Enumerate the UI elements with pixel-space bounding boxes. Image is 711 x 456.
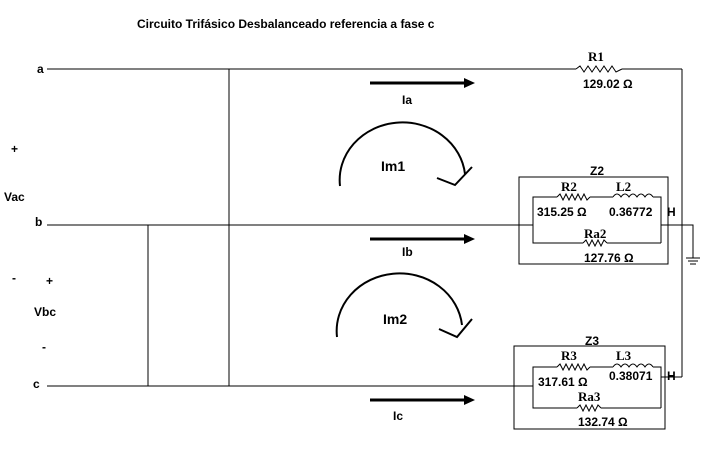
l2-name: L2 (616, 179, 631, 194)
l3-name: L3 (616, 348, 632, 363)
r1-value: 129.02 Ω (583, 77, 633, 91)
r1-resistor (575, 65, 623, 73)
ra2-name: Ra2 (584, 226, 606, 241)
ra2-value: 127.76 Ω (584, 251, 634, 265)
node-a-label: a (37, 62, 44, 76)
r3-value: 317.61 Ω (538, 375, 588, 389)
mesh-im1-label: Im1 (381, 158, 405, 174)
vbc-plus-sign: + (46, 274, 53, 288)
ic-arrow (370, 395, 475, 405)
ra3-name: Ra3 (578, 389, 601, 404)
ic-label: Ic (393, 409, 403, 423)
ib-arrow (370, 234, 475, 244)
l2-unit: H (667, 205, 676, 219)
r3-name: R3 (561, 348, 577, 363)
l2-value: 0.36772 (609, 205, 653, 219)
ia-arrow (370, 78, 475, 88)
r2-value: 315.25 Ω (537, 205, 587, 219)
vbc-minus-sign: - (42, 340, 46, 354)
r2-name: R2 (561, 179, 577, 194)
mesh-im1-arrow (338, 121, 473, 187)
node-b-label: b (35, 215, 42, 229)
node-c-label: c (33, 377, 40, 391)
ground-icon (682, 224, 700, 265)
l3-value: 0.38071 (609, 369, 653, 383)
diagram-title: Circuito Trifásico Desbalanceado referen… (137, 17, 435, 31)
z3-name: Z3 (585, 334, 599, 348)
mesh-im2-arrow (335, 272, 473, 339)
ia-label: Ia (402, 93, 412, 107)
z3-impedance-block (513, 345, 666, 430)
z2-impedance-block (518, 176, 669, 265)
mesh-im2-label: Im2 (383, 311, 407, 327)
r1-name: R1 (588, 49, 604, 64)
ra3-value: 132.74 Ω (578, 415, 628, 429)
z2-name: Z2 (590, 164, 604, 178)
vac-minus-sign: - (12, 271, 16, 285)
vbc-label: Vbc (34, 305, 56, 319)
ib-label: Ib (402, 245, 413, 259)
l3-unit: H (667, 369, 676, 383)
vac-label: Vac (4, 190, 25, 204)
vac-plus-sign: + (11, 142, 18, 156)
